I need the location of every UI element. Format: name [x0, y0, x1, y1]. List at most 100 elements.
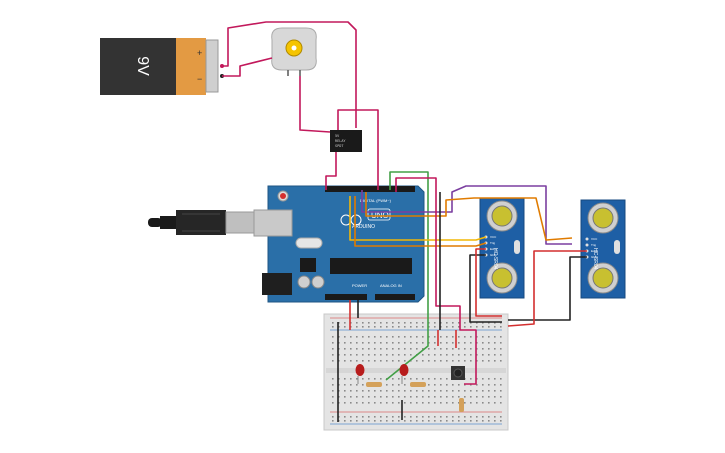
breadboard-hole[interactable]	[428, 384, 430, 386]
breadboard-hole[interactable]	[368, 396, 370, 398]
breadboard-hole[interactable]	[344, 354, 346, 356]
breadboard-hole[interactable]	[362, 354, 364, 356]
breadboard-hole[interactable]	[398, 390, 400, 392]
breadboard-hole[interactable]	[482, 390, 484, 392]
breadboard-hole[interactable]	[440, 390, 442, 392]
breadboard-hole[interactable]	[380, 378, 382, 380]
breadboard-hole[interactable]	[332, 336, 334, 338]
breadboard-hole[interactable]	[416, 326, 418, 328]
breadboard-hole[interactable]	[368, 326, 370, 328]
breadboard-hole[interactable]	[392, 326, 394, 328]
breadboard-hole[interactable]	[332, 396, 334, 398]
breadboard-hole[interactable]	[488, 342, 490, 344]
breadboard-hole[interactable]	[362, 336, 364, 338]
breadboard-hole[interactable]	[476, 420, 478, 422]
breadboard-hole[interactable]	[416, 342, 418, 344]
breadboard-hole[interactable]	[452, 416, 454, 418]
breadboard-hole[interactable]	[410, 390, 412, 392]
breadboard-hole[interactable]	[392, 396, 394, 398]
breadboard-hole[interactable]	[410, 348, 412, 350]
breadboard-hole[interactable]	[392, 342, 394, 344]
breadboard-hole[interactable]	[452, 402, 454, 404]
breadboard-hole[interactable]	[476, 396, 478, 398]
breadboard-hole[interactable]	[440, 402, 442, 404]
breadboard-hole[interactable]	[404, 416, 406, 418]
pushbutton-cap[interactable]	[453, 368, 463, 378]
breadboard-hole[interactable]	[470, 378, 472, 380]
breadboard-hole[interactable]	[428, 402, 430, 404]
breadboard-hole[interactable]	[446, 378, 448, 380]
breadboard-hole[interactable]	[356, 348, 358, 350]
breadboard-hole[interactable]	[344, 384, 346, 386]
breadboard-hole[interactable]	[404, 420, 406, 422]
ultrasonic-sensor-1[interactable]: HC-SR04 VCC Trig Echo GND	[479, 197, 525, 299]
breadboard-hole[interactable]	[410, 396, 412, 398]
breadboard-hole[interactable]	[362, 322, 364, 324]
breadboard-hole[interactable]	[464, 420, 466, 422]
breadboard-hole[interactable]	[386, 322, 388, 324]
breadboard-hole[interactable]	[386, 348, 388, 350]
breadboard-hole[interactable]	[344, 396, 346, 398]
breadboard-hole[interactable]	[350, 402, 352, 404]
arduino-uno-board[interactable]: ARDUINO UNO DIGITAL (PWM~) POWER ANALOG …	[253, 185, 425, 303]
breadboard-hole[interactable]	[440, 336, 442, 338]
breadboard-hole[interactable]	[410, 322, 412, 324]
breadboard-hole[interactable]	[452, 396, 454, 398]
breadboard-hole[interactable]	[446, 416, 448, 418]
breadboard-hole[interactable]	[362, 396, 364, 398]
breadboard-hole[interactable]	[470, 360, 472, 362]
breadboard-hole[interactable]	[404, 348, 406, 350]
breadboard-hole[interactable]	[494, 360, 496, 362]
breadboard-hole[interactable]	[398, 378, 400, 380]
breadboard-hole[interactable]	[392, 336, 394, 338]
breadboard-hole[interactable]	[440, 354, 442, 356]
led-2[interactable]	[399, 364, 409, 376]
breadboard-hole[interactable]	[500, 336, 502, 338]
breadboard-hole[interactable]	[374, 326, 376, 328]
breadboard-hole[interactable]	[470, 354, 472, 356]
breadboard-hole[interactable]	[416, 336, 418, 338]
breadboard-hole[interactable]	[374, 402, 376, 404]
breadboard-hole[interactable]	[386, 384, 388, 386]
breadboard-hole[interactable]	[500, 390, 502, 392]
breadboard-hole[interactable]	[344, 416, 346, 418]
breadboard-hole[interactable]	[428, 354, 430, 356]
breadboard-hole[interactable]	[356, 354, 358, 356]
breadboard-hole[interactable]	[344, 402, 346, 404]
breadboard-hole[interactable]	[476, 390, 478, 392]
breadboard-hole[interactable]	[500, 402, 502, 404]
breadboard-hole[interactable]	[476, 416, 478, 418]
breadboard-hole[interactable]	[500, 354, 502, 356]
breadboard-hole[interactable]	[356, 402, 358, 404]
breadboard-hole[interactable]	[470, 416, 472, 418]
breadboard-hole[interactable]	[374, 336, 376, 338]
breadboard-hole[interactable]	[374, 342, 376, 344]
breadboard-hole[interactable]	[422, 378, 424, 380]
breadboard-hole[interactable]	[458, 384, 460, 386]
breadboard-hole[interactable]	[362, 416, 364, 418]
breadboard-hole[interactable]	[434, 416, 436, 418]
breadboard-hole[interactable]	[416, 360, 418, 362]
breadboard-hole[interactable]	[464, 402, 466, 404]
breadboard-hole[interactable]	[362, 384, 364, 386]
breadboard-hole[interactable]	[440, 420, 442, 422]
breadboard-hole[interactable]	[488, 402, 490, 404]
breadboard-hole[interactable]	[410, 420, 412, 422]
breadboard-hole[interactable]	[398, 354, 400, 356]
breadboard-hole[interactable]	[380, 336, 382, 338]
breadboard-hole[interactable]	[482, 336, 484, 338]
breadboard-hole[interactable]	[332, 384, 334, 386]
breadboard-hole[interactable]	[464, 326, 466, 328]
breadboard-hole[interactable]	[464, 360, 466, 362]
breadboard-hole[interactable]	[332, 378, 334, 380]
breadboard-hole[interactable]	[362, 378, 364, 380]
breadboard[interactable]	[323, 313, 509, 431]
breadboard-hole[interactable]	[350, 360, 352, 362]
breadboard-hole[interactable]	[386, 396, 388, 398]
breadboard-hole[interactable]	[452, 322, 454, 324]
breadboard-hole[interactable]	[464, 322, 466, 324]
breadboard-hole[interactable]	[500, 348, 502, 350]
breadboard-hole[interactable]	[464, 416, 466, 418]
breadboard-hole[interactable]	[386, 402, 388, 404]
breadboard-hole[interactable]	[494, 378, 496, 380]
